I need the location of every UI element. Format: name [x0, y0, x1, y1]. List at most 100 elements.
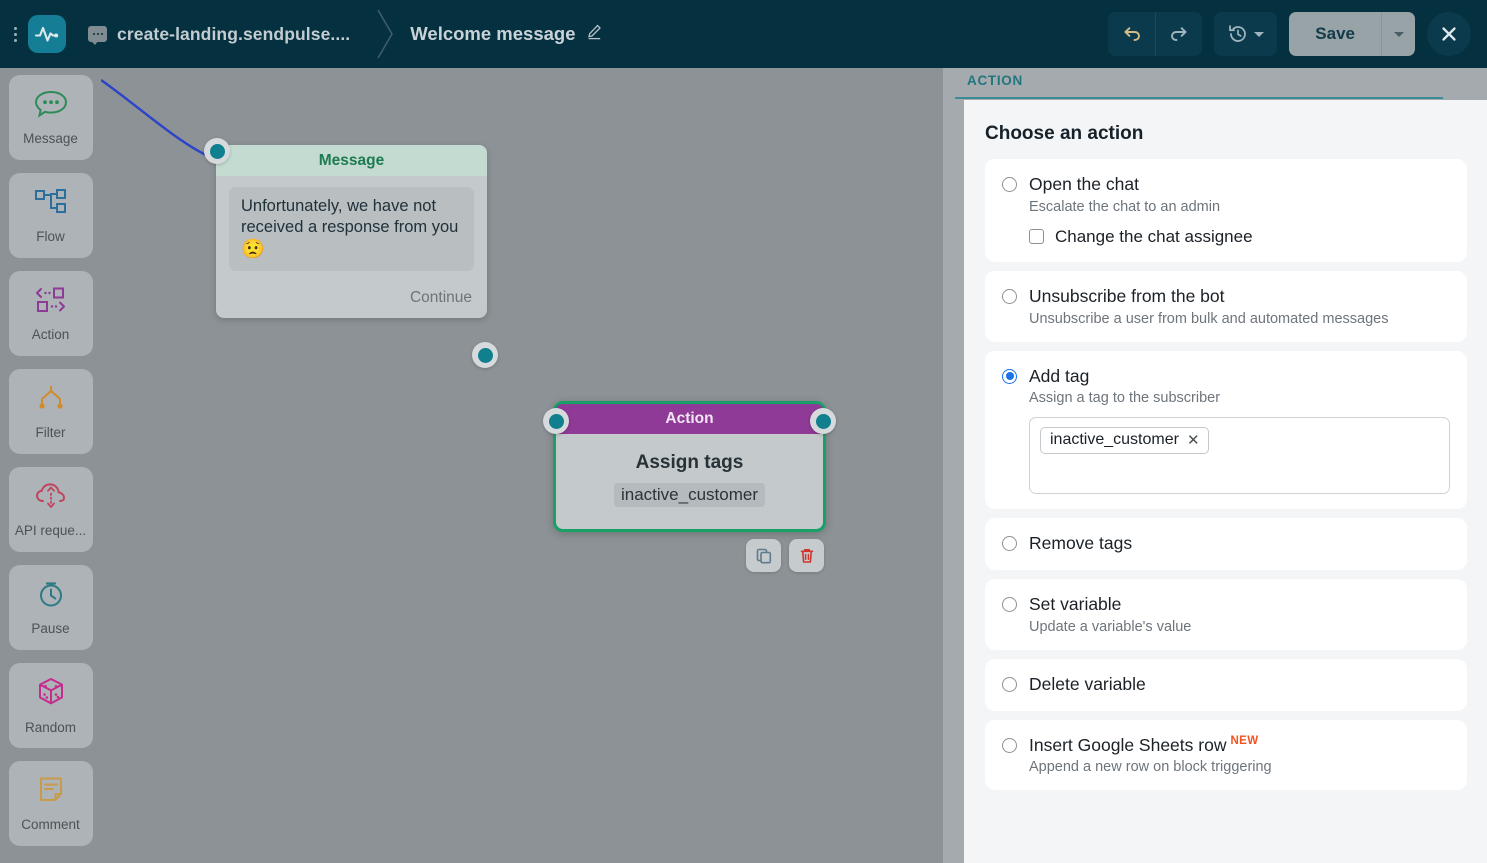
api-cloud-icon [32, 481, 70, 516]
radio-unsubscribe-from-the-bot[interactable] [1002, 288, 1017, 304]
sidebar-item-action[interactable]: Action [8, 271, 93, 356]
history-clock-icon [1229, 25, 1247, 42]
action-node-input-port[interactable] [543, 408, 569, 434]
random-dice-icon [32, 676, 70, 713]
sidebar-item-comment[interactable]: Comment [8, 761, 93, 846]
tag-chip[interactable]: inactive_customer ✕ [1040, 427, 1209, 455]
option-description: Update a variable's value [1029, 618, 1192, 635]
sidebar-item-filter[interactable]: Filter [8, 369, 93, 454]
panel-heading: Choose an action [985, 123, 1144, 144]
history-button[interactable] [1214, 12, 1278, 56]
top-bar: create-landing.sendpulse.... Welcome mes… [0, 0, 1487, 68]
radio-delete-variable[interactable] [1002, 676, 1017, 692]
breadcrumb[interactable]: create-landing.sendpulse.... [88, 24, 350, 45]
message-node-emoji: 😟 [241, 239, 265, 261]
redo-button[interactable] [1155, 12, 1202, 56]
action-settings-panel: ACTION Choose an action Open the chat Es… [943, 68, 1487, 863]
sidebar-item-label: Message [23, 131, 78, 146]
pencil-edit-icon[interactable] [586, 23, 603, 45]
tag-input-field[interactable]: inactive_customer ✕ [1029, 417, 1450, 495]
pause-clock-icon [32, 579, 70, 614]
radio-set-variable[interactable] [1002, 597, 1017, 612]
option-add-tag[interactable]: Add tag Assign a tag to the subscriber i… [985, 350, 1467, 510]
undo-button[interactable] [1108, 12, 1155, 56]
breadcrumb-separator [374, 4, 396, 64]
message-bubble-icon [32, 89, 70, 124]
sidebar-item-label: Random [24, 720, 77, 735]
close-x-icon [1442, 27, 1456, 41]
option-title: Set variable [1029, 594, 1122, 614]
checkbox-change-chat-assignee[interactable]: Change the chat assignee [1029, 227, 1450, 247]
message-node[interactable]: Message Unfortunately, we have not recei… [216, 145, 487, 319]
radio-open-the-chat[interactable] [1002, 177, 1017, 192]
sidebar-item-label: Comment [21, 817, 80, 832]
breadcrumb-label: create-landing.sendpulse.... [117, 23, 351, 44]
sidebar-item-pause[interactable]: Pause [8, 565, 93, 650]
tag-chip-label: inactive_customer [1050, 431, 1179, 449]
option-description: Append a new row on block triggering [1029, 759, 1272, 776]
flow-branch-icon [32, 187, 70, 222]
option-title: Remove tags [1029, 533, 1133, 554]
option-remove-tags[interactable]: Remove tags [985, 518, 1467, 570]
radio-add-tag[interactable] [1002, 368, 1017, 384]
action-node-output-port[interactable] [810, 408, 836, 434]
message-node-header: Message [216, 145, 487, 176]
action-node-body: Assign tags inactive_customer [556, 434, 823, 529]
save-button-group: Save [1289, 12, 1415, 56]
option-unsubscribe-from-the-bot[interactable]: Unsubscribe from the bot Unsubscribe a u… [985, 270, 1467, 342]
new-badge: NEW [1230, 734, 1259, 747]
message-node-output-port[interactable] [472, 342, 498, 368]
message-node-text: Unfortunately, we have not received a re… [229, 187, 474, 272]
option-description: Assign a tag to the subscriber [1029, 390, 1221, 407]
action-arrows-icon [32, 285, 70, 320]
action-node[interactable]: Action Assign tags inactive_customer [553, 401, 826, 532]
flow-title-text: Welcome message [410, 23, 576, 44]
panel-tab-bar: ACTION [955, 68, 1487, 99]
tab-action[interactable]: ACTION [967, 73, 1023, 88]
option-title: Unsubscribe from the bot [1029, 285, 1225, 306]
left-toolbar: Message Flow [0, 68, 101, 863]
action-node-header: Action [556, 404, 823, 434]
message-node-body: Unfortunately, we have not received a re… [241, 197, 459, 237]
sidebar-item-label: Filter [35, 425, 66, 440]
option-title: Insert Google Sheets row [1029, 734, 1227, 755]
option-description: Escalate the chat to an admin [1029, 198, 1221, 215]
action-node-toolbar [746, 539, 824, 572]
sidebar-item-flow[interactable]: Flow [8, 173, 93, 258]
option-open-the-chat[interactable]: Open the chat Escalate the chat to an ad… [985, 159, 1467, 262]
sidebar-item-label: Pause [31, 621, 70, 636]
chat-bubble-icon [88, 26, 107, 45]
save-dropdown-button[interactable] [1381, 12, 1415, 56]
option-title: Open the chat [1029, 174, 1139, 194]
sidebar-item-message[interactable]: Message [8, 75, 93, 160]
option-delete-variable[interactable]: Delete variable [985, 658, 1467, 711]
trash-delete-icon[interactable] [789, 539, 824, 572]
sidebar-item-label: Flow [36, 229, 65, 244]
panel-scroll-area[interactable]: Choose an action Open the chat Escalate … [964, 100, 1487, 863]
message-node-continue-label: Continue [409, 288, 472, 306]
sidebar-item-label: API reque... [14, 523, 87, 538]
message-node-input-port[interactable] [204, 138, 230, 164]
option-set-variable[interactable]: Set variable Update a variable's value [985, 579, 1467, 650]
filter-diamond-icon [32, 383, 70, 418]
action-node-tag: inactive_customer [613, 483, 765, 507]
option-description: Unsubscribe a user from bulk and automat… [1029, 310, 1389, 327]
checkbox-box[interactable] [1029, 229, 1044, 245]
remove-tag-x-icon[interactable]: ✕ [1186, 431, 1200, 449]
sidebar-item-random[interactable]: Random [8, 663, 93, 748]
kebab-menu-icon[interactable] [6, 26, 24, 42]
checkbox-label: Change the chat assignee [1055, 226, 1253, 246]
copy-duplicate-icon[interactable] [746, 539, 781, 572]
comment-note-icon [32, 775, 70, 810]
radio-remove-tags[interactable] [1002, 536, 1017, 552]
save-button[interactable]: Save [1315, 24, 1355, 43]
action-node-title: Assign tags [635, 452, 744, 473]
option-title: Delete variable [1029, 673, 1146, 694]
close-button[interactable] [1427, 12, 1471, 56]
undo-redo-group [1108, 12, 1203, 56]
radio-insert-google-sheets-row[interactable] [1002, 737, 1017, 753]
sidebar-item-api-request[interactable]: API reque... [8, 467, 93, 552]
sendpulse-pulse-logo[interactable] [28, 15, 66, 53]
